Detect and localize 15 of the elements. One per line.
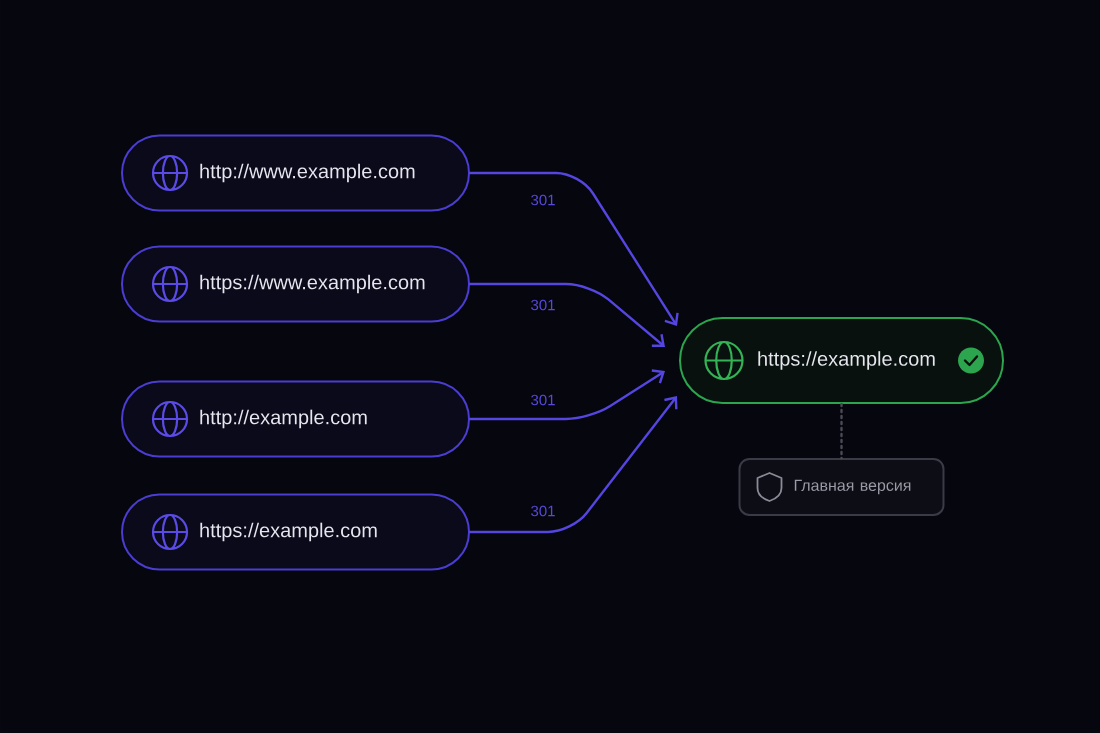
edge-label: 301 — [529, 393, 557, 407]
arrow — [468, 282, 665, 347]
arrow — [468, 171, 679, 326]
tag-box: Главная версия — [738, 458, 945, 516]
edge-label: 301 — [529, 193, 557, 207]
connector-line — [840, 402, 843, 460]
url-pill: https://example.com — [121, 493, 470, 571]
url-pill: http://example.com — [121, 380, 470, 458]
edge-label: 301 — [529, 298, 557, 312]
arrow — [468, 396, 678, 534]
arrow — [468, 369, 665, 421]
url-pill: http://www.example.com — [121, 134, 470, 212]
url-pill: https://example.com — [679, 317, 1004, 404]
url-pill: https://www.example.com — [121, 245, 470, 323]
edge-label: 301 — [529, 504, 557, 518]
